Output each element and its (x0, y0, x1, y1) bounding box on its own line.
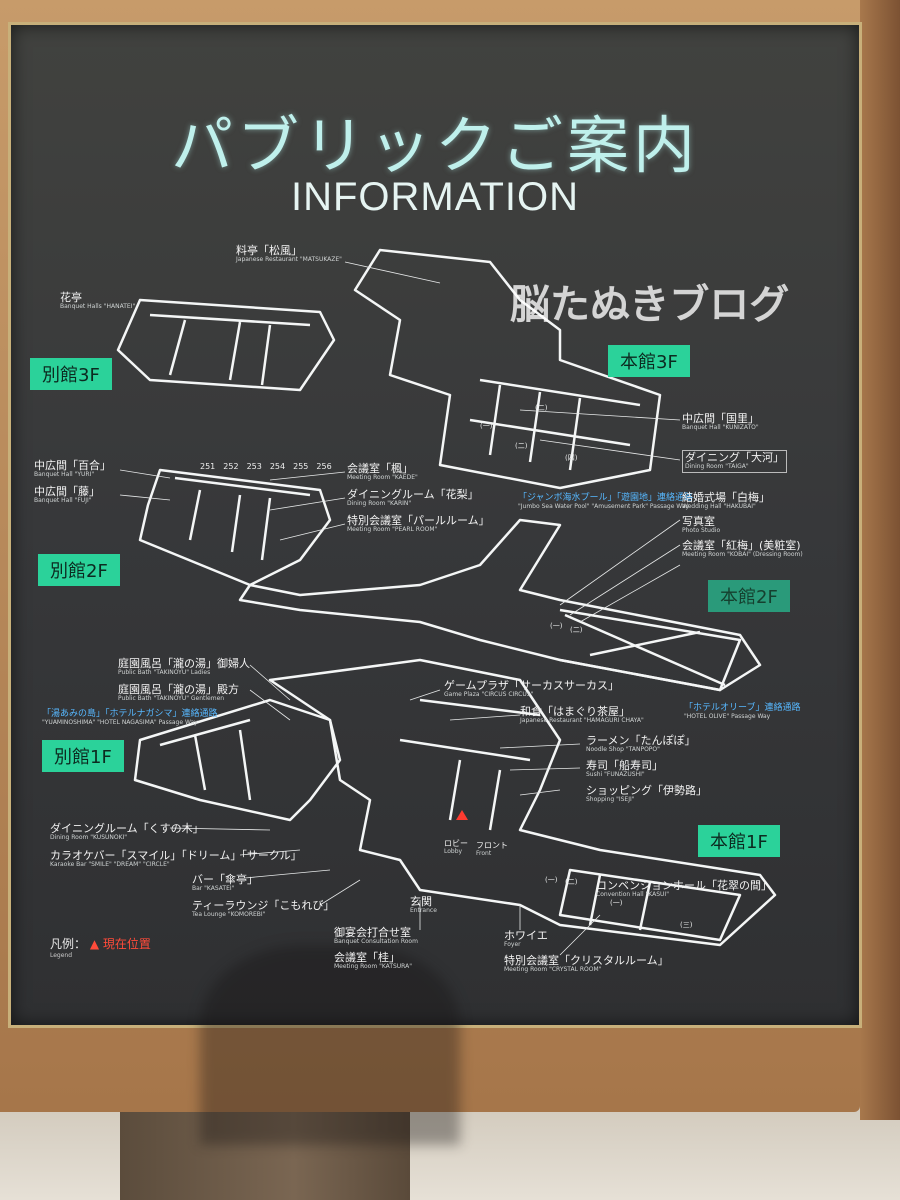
floor-badge-honkan2f: 本館2F (708, 580, 790, 612)
label-komorebi: ティーラウンジ「こもれび」Tea Lounge "KOMOREBI" (192, 899, 335, 919)
label-yuamin-passage: 「湯あみの島」「ホテルナガシマ」連絡通路"YUAMINOSHIMA" "HOTE… (42, 709, 218, 726)
sign-stand (120, 1100, 410, 1200)
label-yuri: 中広間「百合」Banquet Hall "YURI" (34, 459, 111, 479)
label-taiga: ダイニング「大河」Dining Room "TAIGA" (682, 450, 787, 473)
floor-badge-bekkan1f: 別館1F (42, 740, 124, 772)
label-crystal: 特別会議室「クリスタルルーム」Meeting Room "CRYSTAL ROO… (504, 954, 669, 974)
label-karaoke: カラオケバー「スマイル」「ドリーム」「サークル」Karaoke Bar "SMI… (50, 849, 302, 869)
label-hakubai: 結婚式場「白梅」Wedding Hall "HAKUBAI" (682, 491, 770, 511)
watermark: 脳たぬきブログ (510, 282, 790, 328)
svg-text:(一): (一) (550, 622, 563, 630)
label-kaede: 会議室「楓」Meeting Room "KAEDE" (347, 462, 418, 482)
label-funazushi: 寿司「船寿司」Sushi "FUNAZUSHI" (586, 759, 663, 779)
legend-text: 現在位置 (102, 937, 151, 951)
label-kusunoki: ダイニングルーム「くすの木」Dining Room "KUSUNOKI" (50, 822, 204, 842)
label-hamaguri: 和食「はまぐり茶屋」Japanese Restaurant "HAMAGURI … (520, 705, 644, 725)
room-number: 255 (293, 462, 309, 471)
legend-label: 凡例： (50, 937, 87, 951)
legend-label-en: Legend (50, 952, 73, 959)
legend: 凡例： ▲ 現在位置 Legend (50, 935, 151, 959)
room-number: 252 (223, 462, 239, 471)
photographer-shadow (200, 945, 460, 1145)
label-katsura: 会議室「桂」Meeting Room "KATSURA" (334, 951, 412, 971)
svg-text:(二): (二) (515, 442, 528, 450)
room-number: 253 (246, 462, 262, 471)
label-tanpopo: ラーメン「たんぽぽ」Noodle Shop "TANPOPO" (586, 734, 696, 754)
label-iseji: ショッピング「伊勢路」Shopping "ISEJI" (586, 784, 707, 804)
label-fuji: 中広間「藤」Banquet Hall "FUJI" (34, 485, 100, 505)
wooden-frame-side (860, 0, 900, 1120)
label-olive-passage: 「ホテルオリーブ」連絡通路"HOTEL OLIVE" Passage Way (684, 703, 801, 720)
floor-badge-honkan1f: 本館1F (698, 825, 780, 857)
svg-text:(一): (一) (610, 899, 623, 907)
floor-badge-bekkan2f: 別館2F (38, 554, 120, 586)
current-location-marker (456, 810, 468, 820)
information-board: パブリックご案内 INFORMATION (8, 22, 862, 1028)
label-kasatei: バー「傘亭」Bar "KASATEI" (192, 873, 258, 893)
label-kobai: 会議室「紅梅」(美粧室)Meeting Room "KOBAI" (Dressi… (682, 539, 803, 559)
room-numbers: 251 252 253 254 255 256 (200, 462, 332, 471)
legend-marker-icon: ▲ (89, 937, 100, 951)
label-kunizato: 中広間「国里」Banquet Hall "KUNIZATO" (682, 412, 759, 432)
svg-text:(二): (二) (565, 878, 578, 886)
svg-text:(一): (一) (545, 876, 558, 884)
svg-text:(二): (二) (535, 404, 548, 412)
floor-badge-honkan3f: 本館3F (608, 345, 690, 377)
svg-text:(四): (四) (565, 454, 578, 462)
svg-text:(二): (二) (570, 626, 583, 634)
room-number: 251 (200, 462, 216, 471)
label-kasui: コンベンションホール「花翠の間」Convention Hall "KASUI" (596, 879, 772, 899)
label-jumbo-passage: 「ジャンボ海水プール」「遊園地」連絡通路"Jumbo Sea Water Poo… (518, 493, 694, 510)
label-karin: ダイニングルーム「花梨」Dining Room "KARIN" (347, 488, 479, 508)
label-circus: ゲームプラザ「サーカスサーカス」Game Plaza "CIRCUS CIRCU… (444, 679, 620, 699)
room-number: 256 (316, 462, 332, 471)
svg-text:(三): (三) (680, 921, 693, 929)
floor-badge-bekkan3f: 別館3F (30, 358, 112, 390)
svg-text:(一): (一) (480, 422, 493, 430)
label-pearl: 特別会議室「パールルーム」Meeting Room "PEARL ROOM" (347, 514, 490, 534)
board-title-jp: パブリックご案内 (170, 109, 699, 182)
board-title-en: INFORMATION (290, 175, 579, 219)
room-number: 254 (269, 462, 286, 471)
label-matsukaze: 料亭「松風」Japanese Restaurant "MATSUKAZE" (236, 244, 342, 264)
